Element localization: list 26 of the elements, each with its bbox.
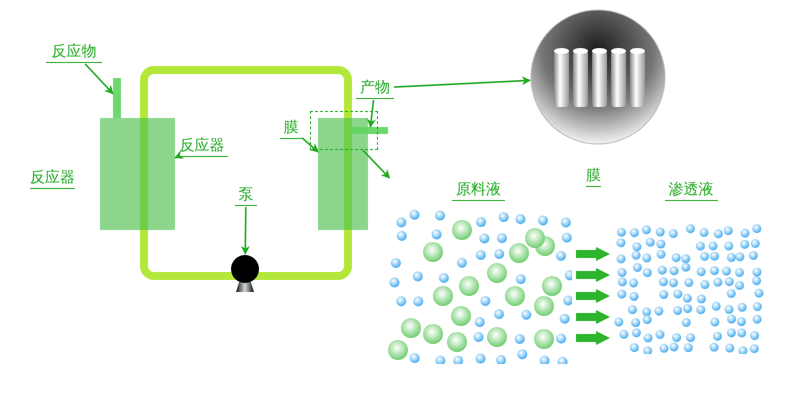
membrane-module <box>318 118 368 230</box>
pump-drawing <box>228 254 262 292</box>
text-label: 产物 <box>356 76 394 99</box>
text-label: 渗透液 <box>664 178 718 201</box>
leader-arrow <box>366 100 376 128</box>
block-arrow <box>576 289 610 303</box>
outlet-pipe <box>352 127 388 134</box>
text-label: 反应物 <box>46 40 102 63</box>
leader-arrow <box>394 76 531 88</box>
text-label: 泵 <box>235 183 257 206</box>
text-label: 膜 <box>586 164 601 187</box>
reactor-tank <box>100 118 175 230</box>
leader-arrow <box>84 63 114 94</box>
block-arrow <box>576 310 610 324</box>
block-arrow <box>576 247 610 261</box>
leader-arrow <box>240 206 250 255</box>
block-arrow <box>576 268 610 282</box>
block-arrow <box>576 331 610 345</box>
text-label: 膜 <box>280 116 302 139</box>
magnified-membrane-drawing <box>530 9 666 145</box>
text-label: 原料液 <box>452 178 505 201</box>
leader-arrow <box>174 150 184 159</box>
inlet-pipe <box>113 78 121 118</box>
leader-arrow <box>301 137 319 152</box>
text-label: 反应器 <box>30 166 75 189</box>
text-label: 反应器 <box>176 134 228 157</box>
